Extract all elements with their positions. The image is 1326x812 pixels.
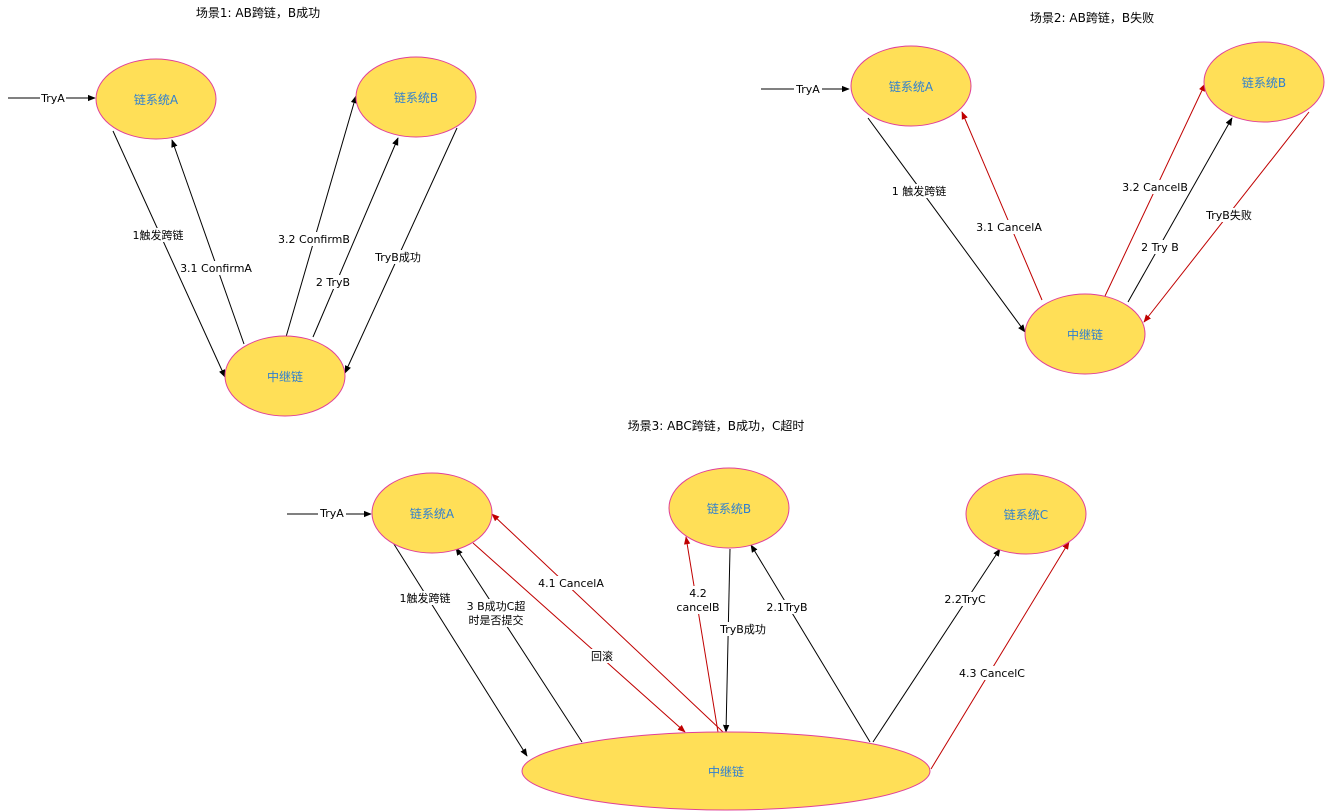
scene1-label-try-b: 2 TryB <box>316 276 350 289</box>
scene1-edge-trigger <box>112 130 226 378</box>
scene3-edge-commit-question <box>455 547 583 743</box>
scene1: 场景1: AB跨链，B成功 TryA 1触发跨链 3.1 ConfirmA 3.… <box>8 5 477 417</box>
scene3-edge-rollback <box>472 542 686 733</box>
scene1-label-try-b-ok: TryB成功 <box>374 251 421 264</box>
scene2-label-entry: TryA <box>795 83 820 96</box>
scene3-label-trigger: 1触发跨链 <box>400 591 451 605</box>
scene3-node-c-label: 链系统C <box>1004 507 1048 522</box>
scene1-edge-try-b <box>312 137 399 338</box>
scene1-node-a-label: 链系统A <box>134 92 179 107</box>
scene3-node-relay-label: 中继链 <box>708 764 744 779</box>
scene3-label-entry: TryA <box>319 507 344 520</box>
scene2-node-relay <box>1024 293 1146 375</box>
scene3-node-a-label: 链系统A <box>410 506 455 521</box>
scene2-label-cancel-b: 3.2 CancelB <box>1122 181 1188 194</box>
scene1-title: 场景1: AB跨链，B成功 <box>196 5 320 20</box>
scene1-node-b-label: 链系统B <box>394 90 438 105</box>
scene2-node-a-label: 链系统A <box>889 79 934 94</box>
scene3-edge-trigger <box>391 540 528 757</box>
scene1-label-trigger: 1触发跨链 <box>133 228 184 242</box>
scene3-label-cancel-c: 4.3 CancelC <box>959 667 1025 680</box>
scene3-label-rollback: 回滚 <box>591 649 613 663</box>
scene2-label-trigger: 1 触发跨链 <box>892 184 947 198</box>
scene3-node-b-label: 链系统B <box>707 501 751 516</box>
scene2: 场景2: AB跨链，B失败 TryA 1 触发跨链 3.1 CancelA 3.… <box>761 10 1325 375</box>
scene3-label-commit-question-line2: 时是否提交 <box>469 613 524 627</box>
scene3-label-cancel-b-line1: 4.2 <box>689 587 707 600</box>
scene2-label-cancel-a: 3.1 CancelA <box>976 221 1042 234</box>
scene2-node-b-label: 链系统B <box>1242 75 1286 90</box>
scene3-edge-try-c <box>872 548 1001 743</box>
scene1-edge-confirm-b <box>285 95 358 338</box>
scene2-title: 场景2: AB跨链，B失败 <box>1030 10 1154 25</box>
scene3-label-cancel-b-line2: cancelB <box>676 601 719 614</box>
scene1-node-relay <box>224 335 346 417</box>
scene2-edge-cancel-a <box>961 111 1043 301</box>
scene2-node-b <box>1203 41 1325 123</box>
scene3-label-cancel-a: 4.1 CancelA <box>538 577 604 590</box>
scene2-label-try-b: 2 Try B <box>1141 241 1179 254</box>
scene3-edge-cancel-a <box>491 513 724 733</box>
scene3-label-try-b-ok: TryB成功 <box>719 623 766 636</box>
scene2-label-try-b-fail: TryB失败 <box>1205 208 1252 222</box>
scene3-edge-cancel-c <box>930 541 1070 770</box>
scene2-node-a <box>850 45 972 127</box>
scene2-edge-try-b <box>1127 117 1233 303</box>
scene1-label-confirm-a: 3.1 ConfirmA <box>180 262 252 275</box>
scene1-node-relay-label: 中继链 <box>267 369 303 384</box>
scene1-edge-confirm-a <box>171 139 245 345</box>
scene3-node-c <box>965 473 1087 555</box>
scene1-label-confirm-b: 3.2 ConfirmB <box>278 233 350 246</box>
scene3-node-relay <box>521 731 931 811</box>
scene3: 场景3: ABC跨链，B成功，C超时 TryA 1触发跨链 3 B成功C超 时是… <box>287 418 1087 811</box>
scene3-edge-cancel-b <box>684 536 719 733</box>
scene1-node-a <box>95 58 217 140</box>
scene2-edge-trigger <box>867 117 1026 333</box>
scene2-node-relay-label: 中继链 <box>1067 327 1103 342</box>
scene1-node-b <box>355 56 477 138</box>
scene3-node-b <box>668 467 790 549</box>
scene3-label-try-b: 2.1TryB <box>766 601 807 614</box>
scene3-edge-try-b-ok <box>722 548 731 733</box>
scene1-label-entry: TryA <box>40 92 65 105</box>
scene3-label-commit-question-line1: 3 B成功C超 <box>467 599 526 613</box>
scene3-title: 场景3: ABC跨链，B成功，C超时 <box>628 418 805 433</box>
scene3-edge-try-b <box>750 544 871 743</box>
scene3-node-a <box>371 472 493 554</box>
scene3-label-try-c: 2.2TryC <box>944 593 986 606</box>
